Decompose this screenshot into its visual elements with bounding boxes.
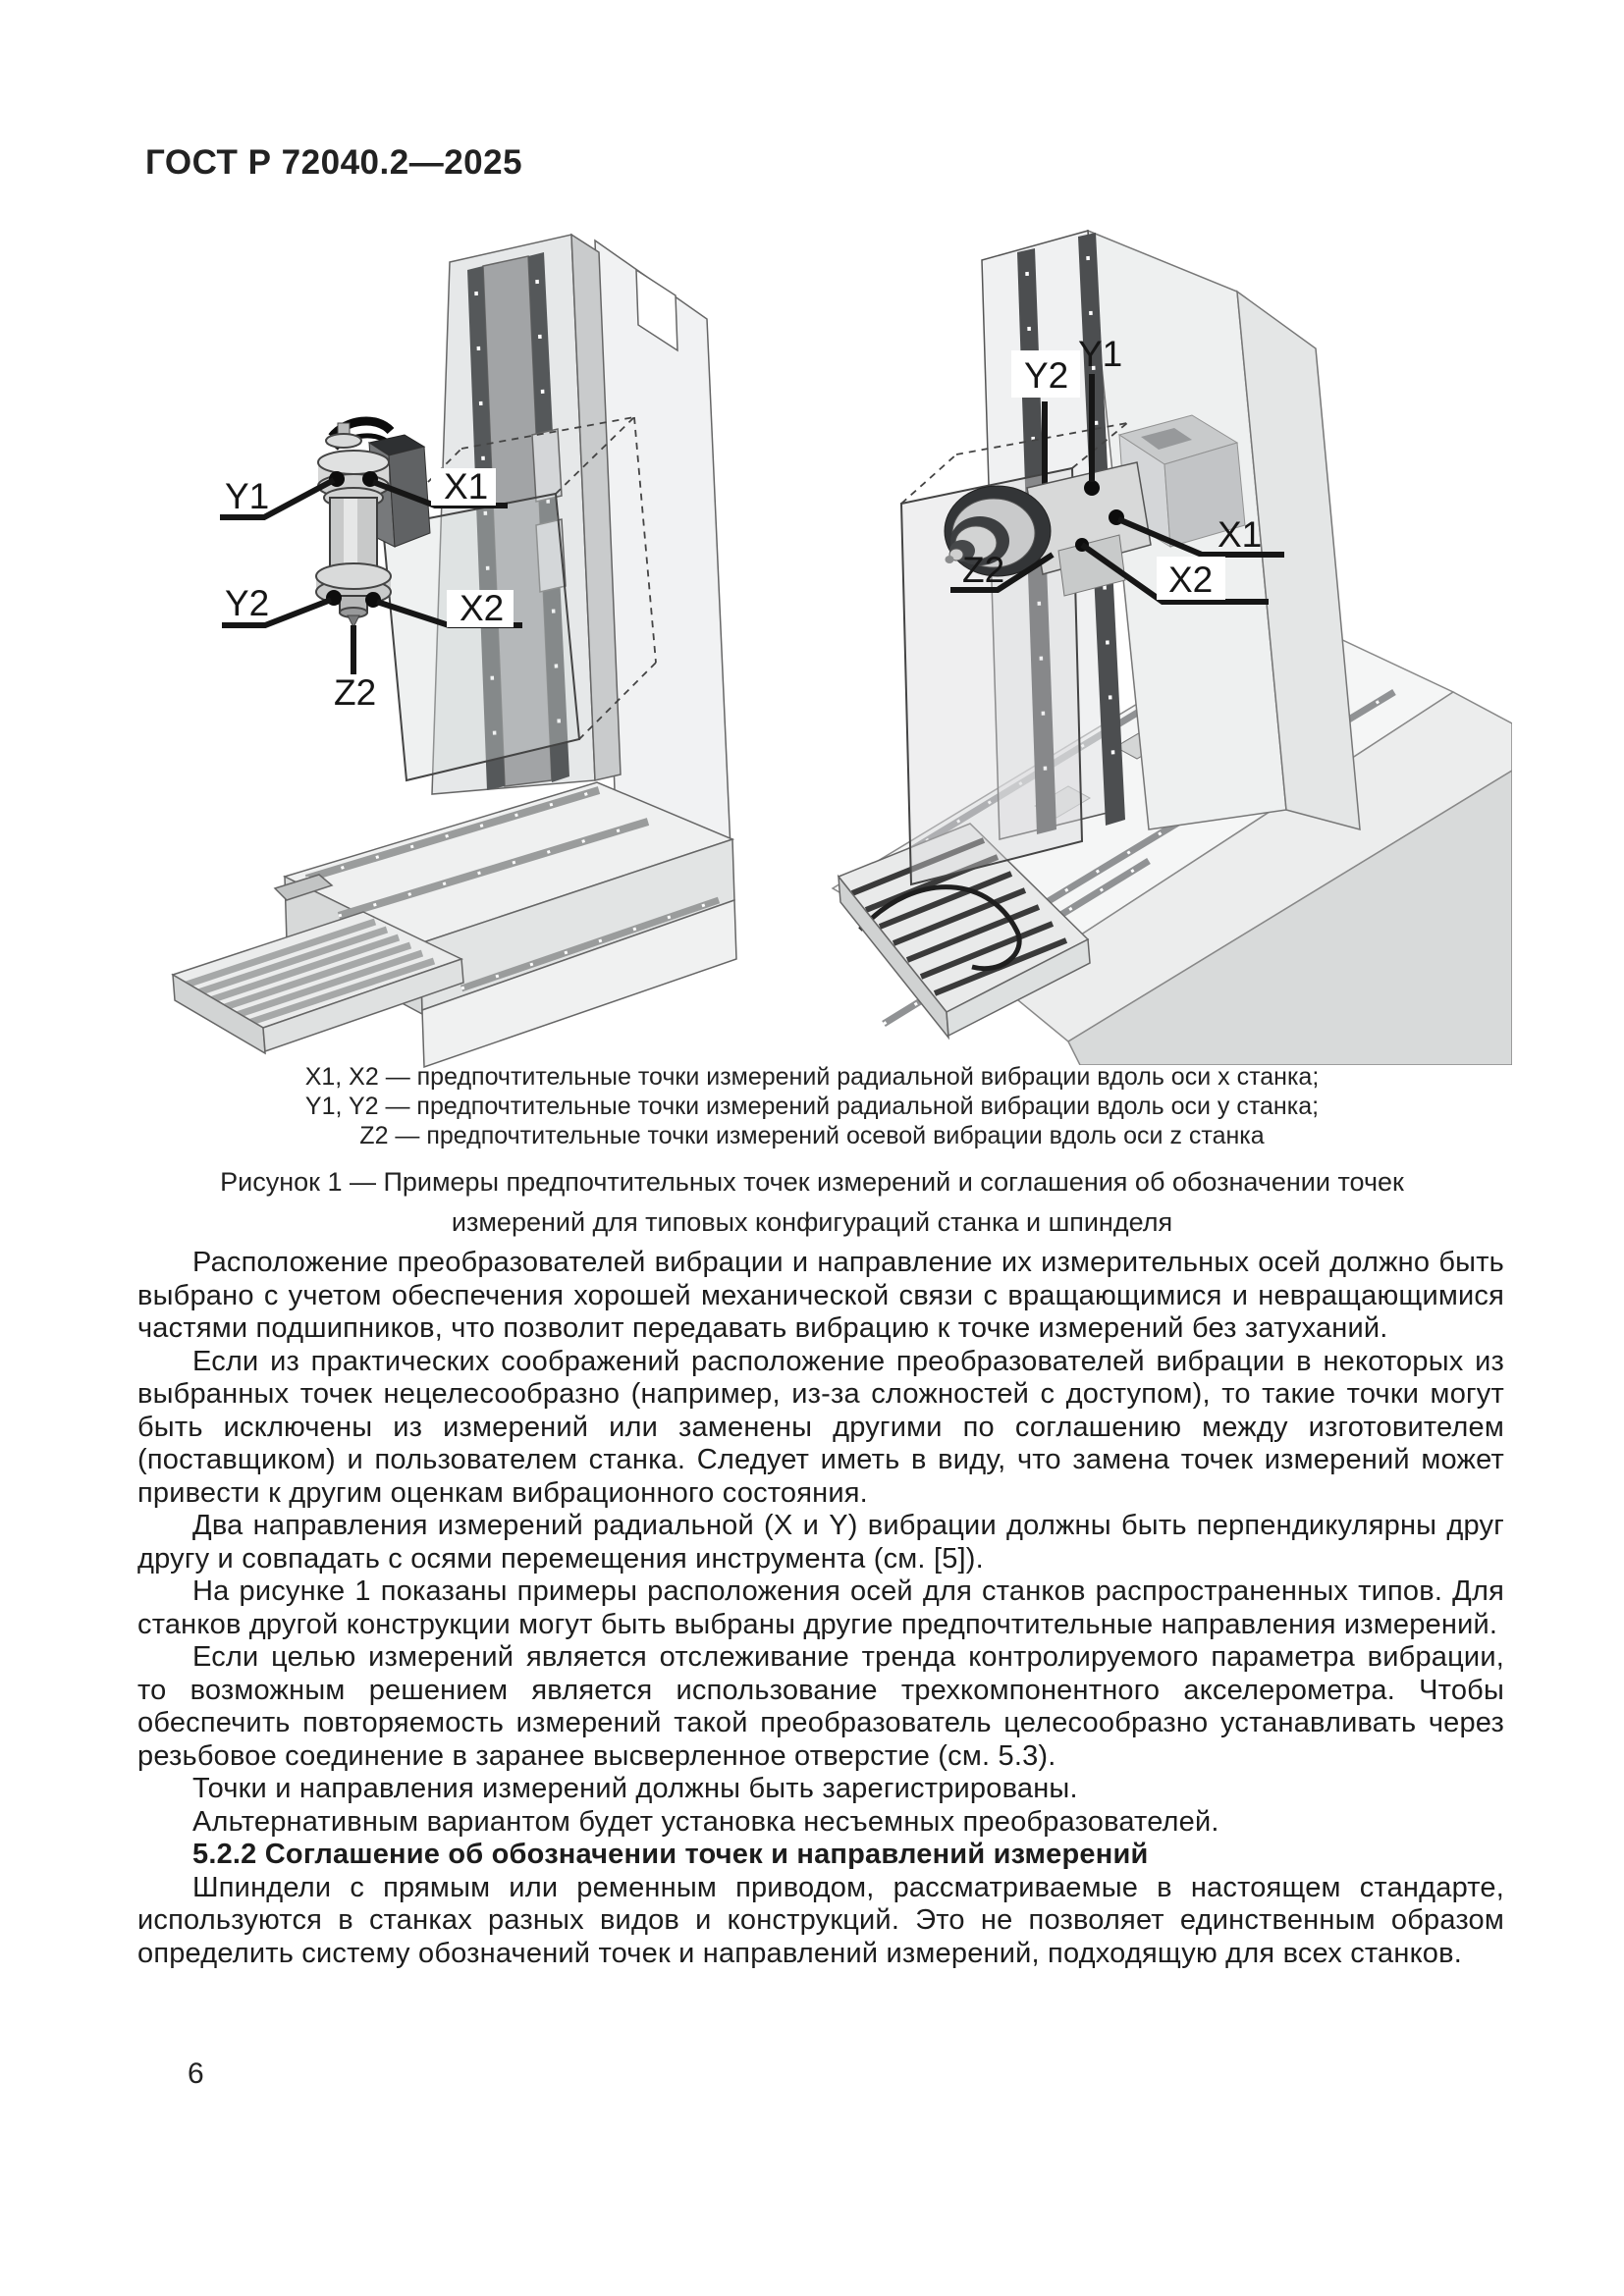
leader-y2	[222, 597, 333, 628]
figure-right-horizontal-spindle: Y2	[831, 229, 1512, 1065]
paragraph-8: Шпиндели с прямым или ременным приводом,…	[137, 1871, 1504, 1969]
label-y2: Y2	[1024, 355, 1068, 396]
paragraph-3: Два направления измерений радиальной (X …	[137, 1510, 1504, 1575]
label-x1: X1	[1218, 514, 1262, 555]
label-x2: X2	[1168, 560, 1213, 600]
leader-x2	[1080, 542, 1269, 605]
figure-legend: X1, X2 — предпочтительные точки измерени…	[0, 1062, 1624, 1150]
leader-y1	[220, 477, 336, 520]
heading-5-2-2: 5.2.2 Соглашение об обозначении точек и …	[192, 1839, 1149, 1870]
labels-right-back: Y2	[1011, 350, 1080, 517]
label-x2: X2	[460, 588, 504, 628]
legend-line-x: X1, X2 — предпочтительные точки измерени…	[304, 1063, 1320, 1091]
paragraph-2: Если из практических соображений располо…	[137, 1345, 1504, 1509]
label-y1: Y1	[1078, 334, 1122, 374]
page-number: 6	[188, 2057, 204, 2090]
labels-right: Y1 X1 X2 Z2	[962, 334, 1262, 600]
paragraph-7: Альтернативным вариантом будет установка…	[192, 1805, 1219, 1838]
figure-caption: Рисунок 1 — Примеры предпочтительных точ…	[220, 1167, 1404, 1237]
paragraph-1: Расположение преобразователей вибрации и…	[137, 1247, 1504, 1344]
headstock-box	[899, 422, 1128, 886]
paragraph-5: Если целью измерений является отслеживан…	[137, 1641, 1504, 1772]
label-z2: Z2	[334, 672, 376, 713]
leader-z2	[950, 552, 1055, 593]
machine-column	[431, 233, 731, 851]
legend-line-y: Y1, Y2 — предпочтительные точки измерени…	[304, 1093, 1320, 1120]
label-x1: X1	[444, 466, 488, 507]
leader-x1	[1116, 516, 1284, 558]
leader-lines-right	[950, 374, 1284, 605]
label-y2: Y2	[225, 583, 269, 623]
t-slot-table	[837, 823, 1091, 1041]
legend-line-z: Z2 — предпочтительные точки измерений ос…	[359, 1122, 1265, 1149]
spindle-assembly	[315, 416, 431, 629]
label-y1: Y1	[225, 476, 269, 516]
drive-belt	[328, 416, 395, 441]
paragraph-4: На рисунке 1 показаны примеры расположен…	[137, 1575, 1504, 1640]
document-header: ГОСТ Р 72040.2—2025	[145, 143, 523, 182]
labels-left: Y1 X1 Y2 X2 Z2	[225, 466, 514, 713]
body-text: Расположение преобразователей вибрации и…	[137, 1247, 1504, 1970]
cable	[858, 884, 1022, 972]
label-z2: Z2	[962, 550, 1004, 590]
paragraph-6: Точки и направления измерений должны быт…	[192, 1773, 1078, 1804]
t-slot-table	[171, 911, 464, 1055]
figure-left-vertical-spindle: Y1 X1 Y2 X2 Z2	[171, 233, 737, 1069]
point-y1-dot	[1084, 480, 1100, 496]
spindle-assembly	[944, 414, 1246, 597]
